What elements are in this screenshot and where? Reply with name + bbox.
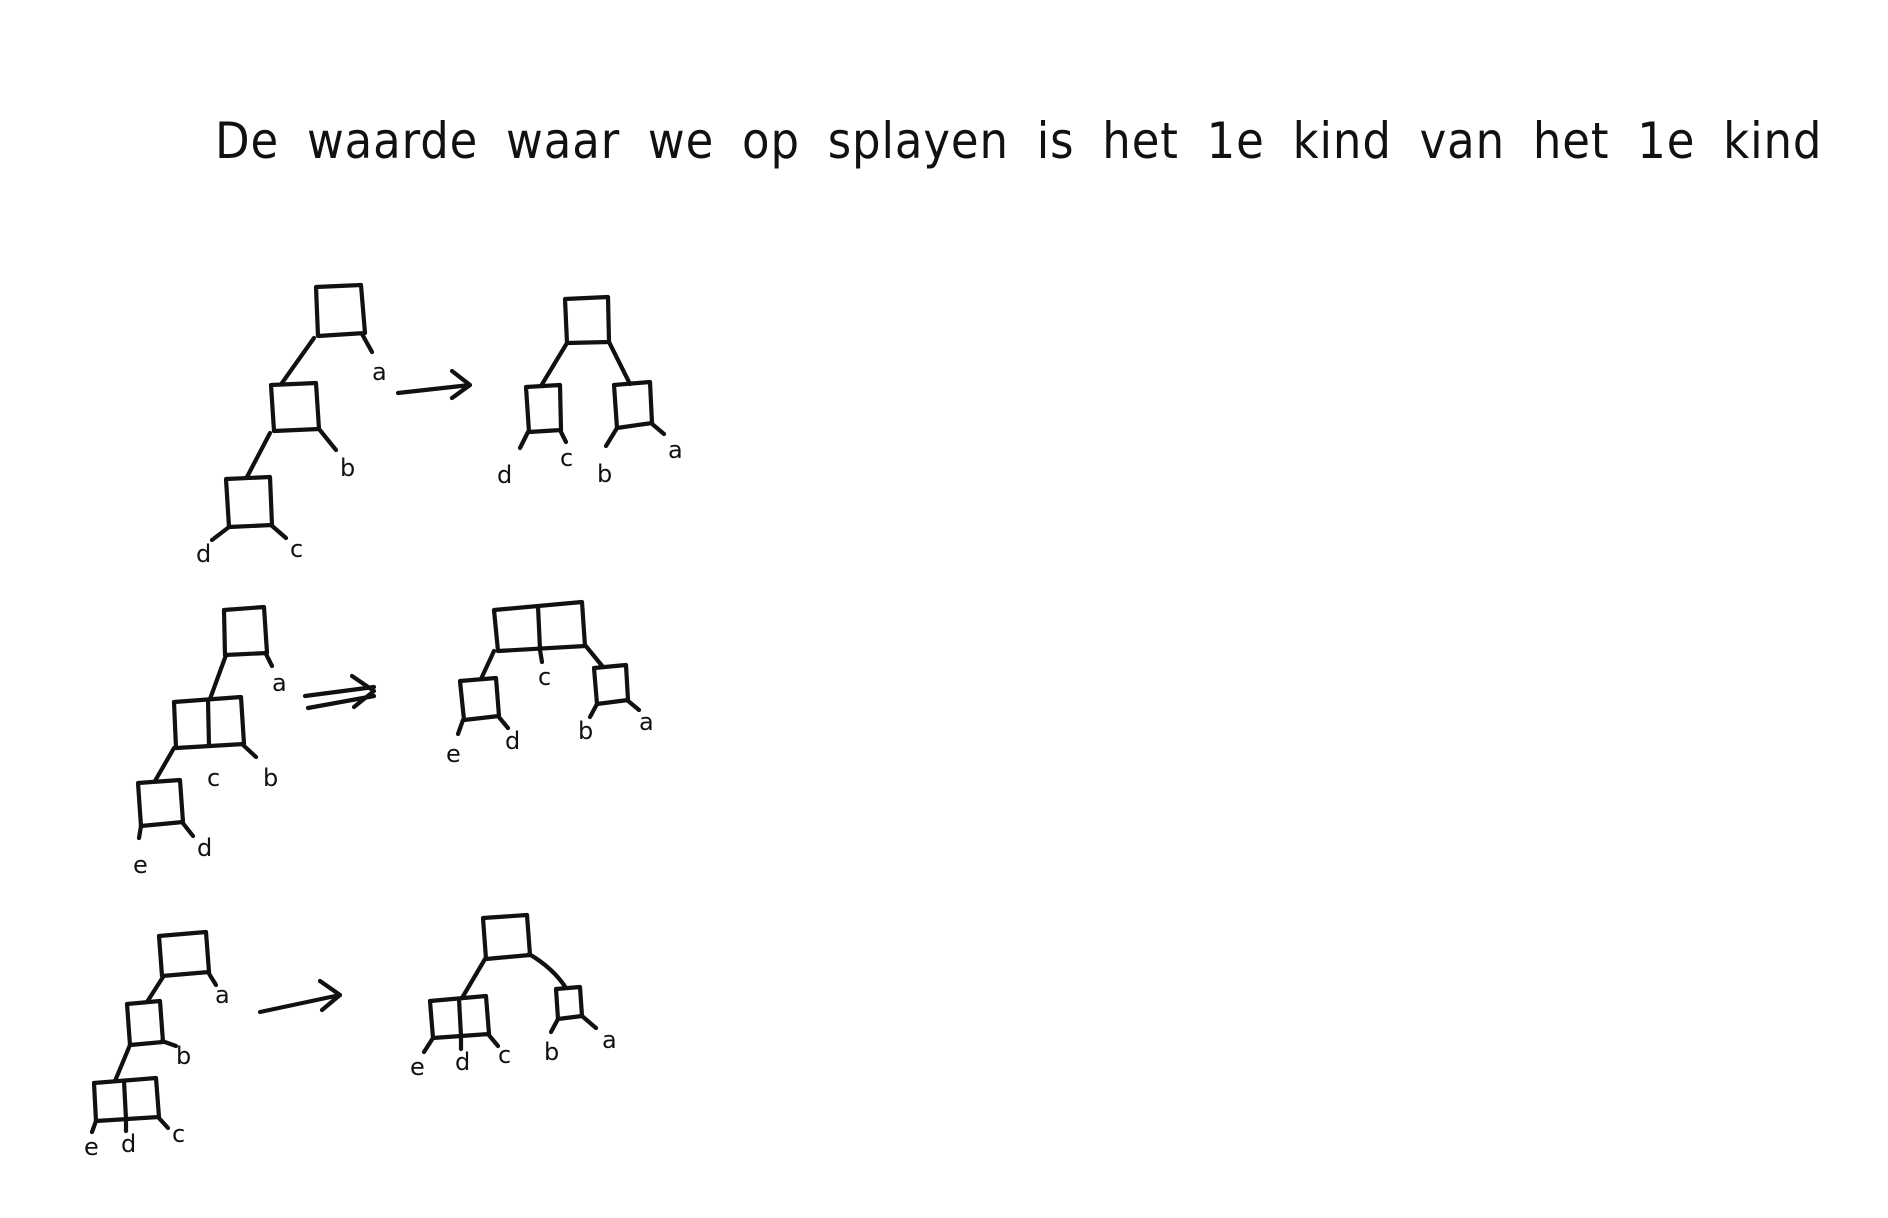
tree-edge <box>579 1013 599 1031</box>
tree-node-divider <box>205 697 212 749</box>
tree-node-divider <box>456 996 464 1039</box>
tree-edge <box>359 331 375 355</box>
tree-edge <box>207 652 229 702</box>
tree-edge <box>603 425 620 449</box>
tree-edge <box>606 339 633 387</box>
tree-edge <box>268 522 289 541</box>
leaf-label: d <box>497 461 512 489</box>
tree-edge <box>244 430 273 480</box>
tree-edge <box>112 1042 133 1084</box>
tree-edge <box>263 651 275 669</box>
row-1-after-tree: d c b a <box>497 294 683 489</box>
leaf-label: a <box>215 981 230 1009</box>
row-3-before-tree: a b e d c <box>84 929 230 1161</box>
tree-edge <box>582 642 606 670</box>
leaf-label: d <box>455 1048 470 1076</box>
leaf-label: d <box>505 727 520 755</box>
tree-edge <box>136 823 144 841</box>
leaf-label: e <box>446 740 461 768</box>
leaf-label: a <box>668 436 683 464</box>
tree-edge <box>478 648 497 682</box>
tree-node <box>135 777 186 829</box>
tree-edge <box>155 1114 171 1131</box>
tree-node <box>268 380 322 434</box>
leaf-label: b <box>263 764 278 792</box>
tree-node <box>457 675 502 723</box>
tree-edge <box>495 713 511 731</box>
tree-edge <box>548 1016 561 1035</box>
leaf-label: c <box>172 1120 185 1148</box>
tree-node <box>611 379 655 431</box>
tree-edge <box>421 1035 436 1055</box>
leaf-label: a <box>372 358 387 386</box>
leaf-label: a <box>602 1026 617 1054</box>
tree-node <box>562 294 612 346</box>
tree-edge <box>205 969 219 988</box>
tree-node <box>156 929 212 979</box>
tree-edge <box>587 701 600 720</box>
tree-node <box>124 998 166 1048</box>
transform-arrow <box>257 978 343 1015</box>
leaf-label: a <box>639 708 654 736</box>
leaf-label: d <box>197 834 212 862</box>
row-3: a b e d c e d c b a <box>84 912 617 1161</box>
tree-node-divider <box>535 603 543 652</box>
tree-node <box>221 604 270 658</box>
tree-edge <box>152 745 177 784</box>
tree-node <box>553 984 585 1022</box>
tree-node <box>223 474 275 530</box>
tree-edge <box>517 429 531 451</box>
tree-edge <box>526 951 569 991</box>
leaf-label: c <box>207 764 220 792</box>
tree-edge <box>624 697 642 713</box>
tree-edge <box>537 647 545 665</box>
tree-node-divider <box>121 1078 129 1122</box>
leaf-label: e <box>410 1053 425 1081</box>
tree-edge <box>179 819 196 839</box>
leaf-label: a <box>272 669 287 697</box>
tree-edge <box>485 1031 501 1049</box>
row-3-after-tree: e d c b a <box>410 912 617 1081</box>
leaf-label: d <box>196 540 211 568</box>
leaf-label: c <box>498 1041 511 1069</box>
row-2-after-tree: c e d b a <box>446 599 654 768</box>
tree-node <box>591 662 631 707</box>
leaf-label: b <box>544 1038 559 1066</box>
tree-edge <box>159 1038 179 1049</box>
row-1: a b c d d c b a <box>196 282 683 568</box>
tree-edge <box>557 427 569 445</box>
tree-edge <box>279 335 317 386</box>
tree-node <box>523 382 564 435</box>
tree-edge <box>144 974 166 1005</box>
tree-edge <box>89 1118 99 1135</box>
tree-edge <box>239 741 259 760</box>
tree-edge <box>648 420 667 437</box>
leaf-label: b <box>176 1042 191 1070</box>
leaf-label: c <box>560 444 573 472</box>
leaf-label: b <box>578 717 593 745</box>
leaf-label: b <box>340 454 355 482</box>
leaf-label: c <box>538 663 551 691</box>
tree-edge <box>459 956 488 1001</box>
page-heading: De waarde waar we op splayen is het 1e k… <box>215 112 1823 170</box>
row-2: a c b e d c e d b a <box>133 599 654 879</box>
leaf-label: e <box>84 1133 99 1161</box>
tree-edge <box>209 524 232 543</box>
leaf-label: e <box>133 851 148 879</box>
tree-node <box>313 282 368 339</box>
tree-edge <box>316 426 339 453</box>
transform-arrow <box>395 368 473 401</box>
tree-edge <box>455 717 466 737</box>
transform-arrow <box>302 673 377 711</box>
row-2-before-tree: a c b e d <box>133 604 287 879</box>
leaf-label: c <box>290 535 303 563</box>
tree-edge <box>538 340 570 389</box>
tree-node <box>480 912 533 962</box>
row-1-before-tree: a b c d <box>196 282 387 568</box>
leaf-label: d <box>121 1130 136 1158</box>
leaf-label: b <box>597 460 612 488</box>
